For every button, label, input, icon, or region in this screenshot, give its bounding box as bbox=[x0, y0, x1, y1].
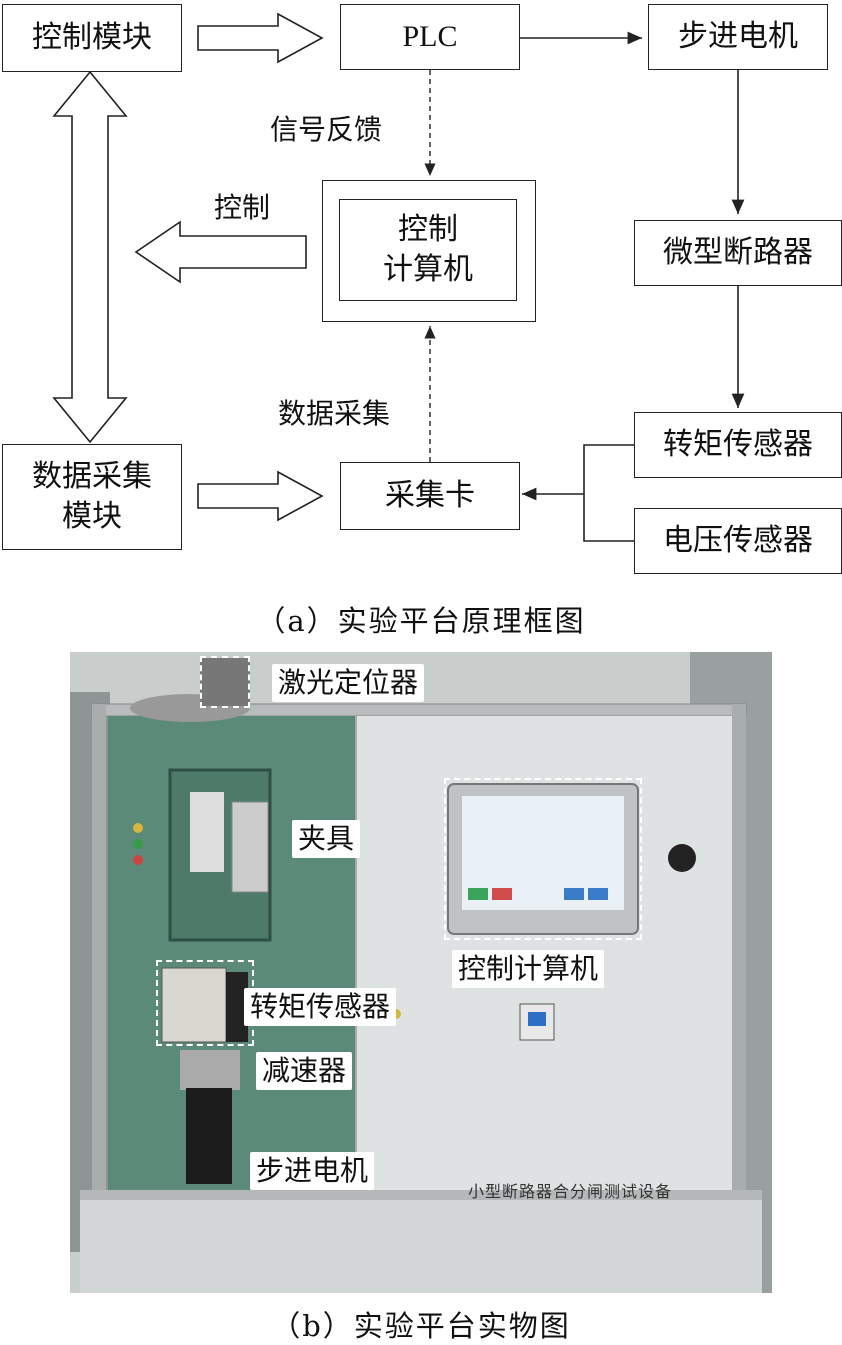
callout-reducer: 减速器 bbox=[256, 1052, 353, 1090]
callout-fixture: 夹具 bbox=[292, 820, 361, 858]
panel-label: 小型断路器合分闸测试设备 bbox=[468, 1182, 673, 1201]
platform-illustration bbox=[70, 652, 772, 1293]
node-control-module: 控制模块 bbox=[2, 4, 182, 72]
touchscreen-frame bbox=[444, 778, 642, 940]
laser-locator-frame bbox=[200, 656, 250, 708]
node-torque-sensor: 转矩传感器 bbox=[634, 412, 842, 478]
caption-b: （b）实验平台实物图 bbox=[271, 1309, 571, 1343]
node-voltage-sensor: 电压传感器 bbox=[634, 508, 842, 574]
hollow-arrow-daq-to-card bbox=[197, 470, 324, 522]
computer-label-line2: 计算机 bbox=[383, 252, 473, 287]
torque-sensor-frame bbox=[156, 960, 254, 1046]
node-mini-breaker: 微型断路器 bbox=[634, 220, 842, 286]
computer-label-line1: 控制 bbox=[398, 212, 458, 247]
node-stepper-motor: 步进电机 bbox=[648, 4, 828, 70]
platform-photo: 激光定位器 夹具 控制计算机 转矩传感器 减速器 步进电机 小型断路器合分闸测试… bbox=[70, 652, 772, 1293]
daq-label-line1: 数据采集 bbox=[32, 459, 152, 494]
edge-label-data-acquisition: 数据采集 bbox=[278, 397, 391, 430]
double-hollow-arrow-vertical bbox=[52, 70, 128, 444]
daq-label-line2: 模块 bbox=[62, 499, 122, 534]
node-control-computer-outer: 控制 计算机 bbox=[322, 180, 536, 322]
node-acq-card: 采集卡 bbox=[340, 462, 520, 530]
node-plc: PLC bbox=[340, 4, 520, 70]
edge-label-signal-feedback: 信号反馈 bbox=[270, 113, 383, 146]
hollow-arrow-control-left bbox=[134, 220, 307, 284]
diagram-connectors bbox=[52, 12, 745, 542]
bracket-sensors bbox=[583, 444, 634, 542]
node-control-computer-inner: 控制 计算机 bbox=[339, 199, 517, 301]
callout-control-computer: 控制计算机 bbox=[452, 950, 605, 988]
callout-laser-locator: 激光定位器 bbox=[272, 664, 425, 702]
node-daq-module: 数据采集 模块 bbox=[2, 444, 182, 550]
callout-stepper-motor: 步进电机 bbox=[250, 1152, 375, 1190]
callout-torque-sensor: 转矩传感器 bbox=[244, 988, 397, 1026]
caption-a: （a）实验平台原理框图 bbox=[256, 604, 586, 638]
edge-label-control: 控制 bbox=[214, 191, 271, 224]
hollow-arrow-module-to-plc bbox=[197, 12, 324, 64]
